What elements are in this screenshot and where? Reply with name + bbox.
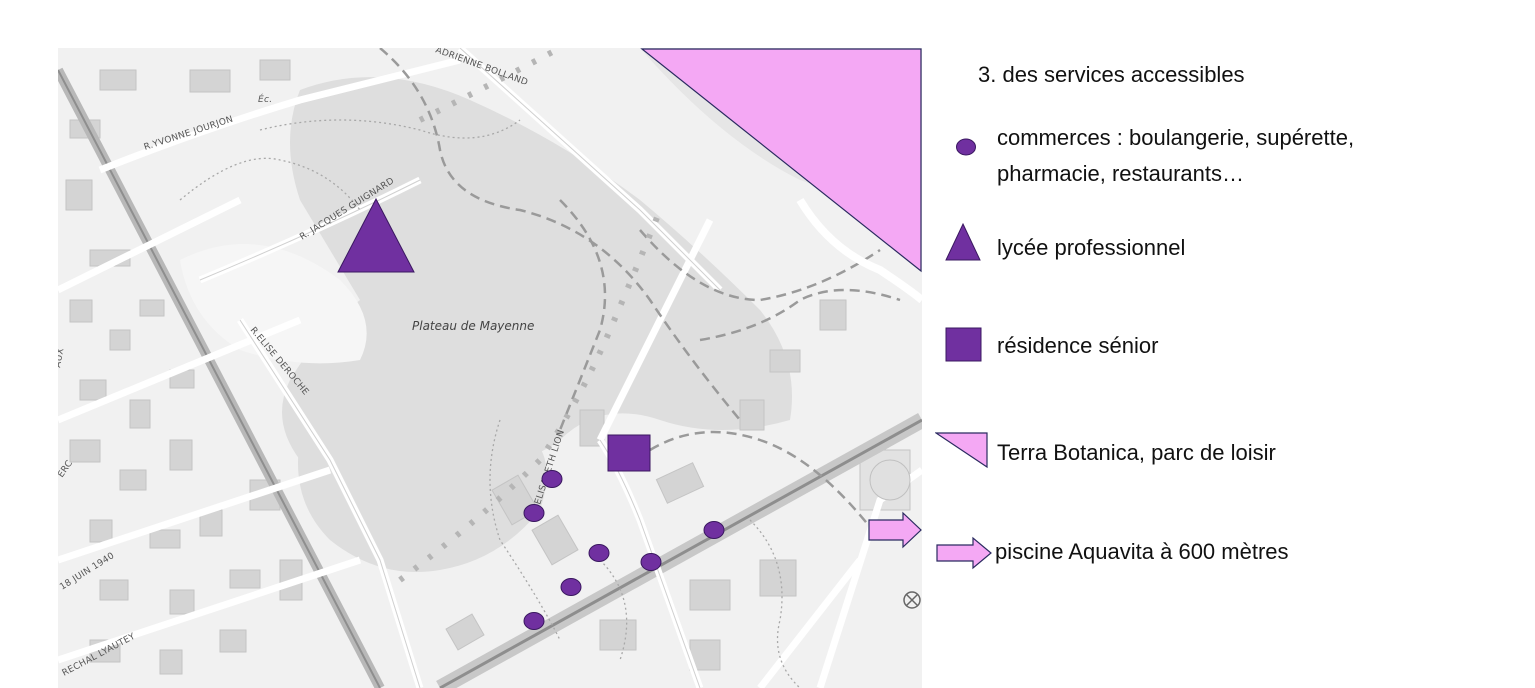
aquavita-arrow-marker xyxy=(868,511,922,549)
legend-label-residence: résidence sénior xyxy=(997,333,1159,358)
map-area: R.YVONNE JOURJON Éc. R. JACQUES GUIGNARD… xyxy=(53,48,922,688)
label-ec: Éc. xyxy=(258,93,272,105)
lycee-marker xyxy=(337,197,415,273)
commerce-marker xyxy=(541,470,563,488)
metro-symbol xyxy=(903,591,921,609)
terra-botanica-marker xyxy=(640,48,922,273)
railway-track xyxy=(58,69,381,688)
residence-marker xyxy=(607,434,651,472)
legend-label-commerces-line2: pharmacie, restaurants… xyxy=(997,161,1244,186)
roundabout xyxy=(869,459,911,501)
legend-label-lycee: lycée professionnel xyxy=(997,235,1186,260)
square-icon xyxy=(945,327,982,362)
street-borders xyxy=(199,48,721,688)
circle-icon xyxy=(956,138,976,156)
arrow-icon xyxy=(936,536,992,570)
legend-title: 3. des services accessibles xyxy=(978,62,1245,87)
tramway xyxy=(439,418,922,688)
commerce-marker xyxy=(703,521,725,539)
legend-label-terra: Terra Botanica, parc de loisir xyxy=(997,440,1276,465)
legend: 3. des services accessibles commerces : … xyxy=(935,0,1535,688)
label-aux: AUX xyxy=(53,347,66,368)
triangle-icon xyxy=(945,222,981,261)
meadow xyxy=(180,244,367,364)
footpaths xyxy=(379,48,901,541)
legend-label-aquavita: piscine Aquavita à 600 mètres xyxy=(995,539,1289,564)
right-triangle-icon xyxy=(935,432,988,469)
road-roundabout xyxy=(796,197,922,304)
label-plateau: Plateau de Mayenne xyxy=(412,319,534,333)
commerce-marker xyxy=(588,544,610,562)
commerce-marker xyxy=(640,553,662,571)
commerce-marker xyxy=(560,578,582,596)
metro-cross xyxy=(905,593,919,607)
trails xyxy=(179,119,801,688)
legend-label-commerces-line1: commerces : boulangerie, supérette, xyxy=(997,125,1355,150)
park-path xyxy=(398,48,663,583)
commerce-marker xyxy=(523,612,545,630)
commerce-marker xyxy=(523,504,545,522)
